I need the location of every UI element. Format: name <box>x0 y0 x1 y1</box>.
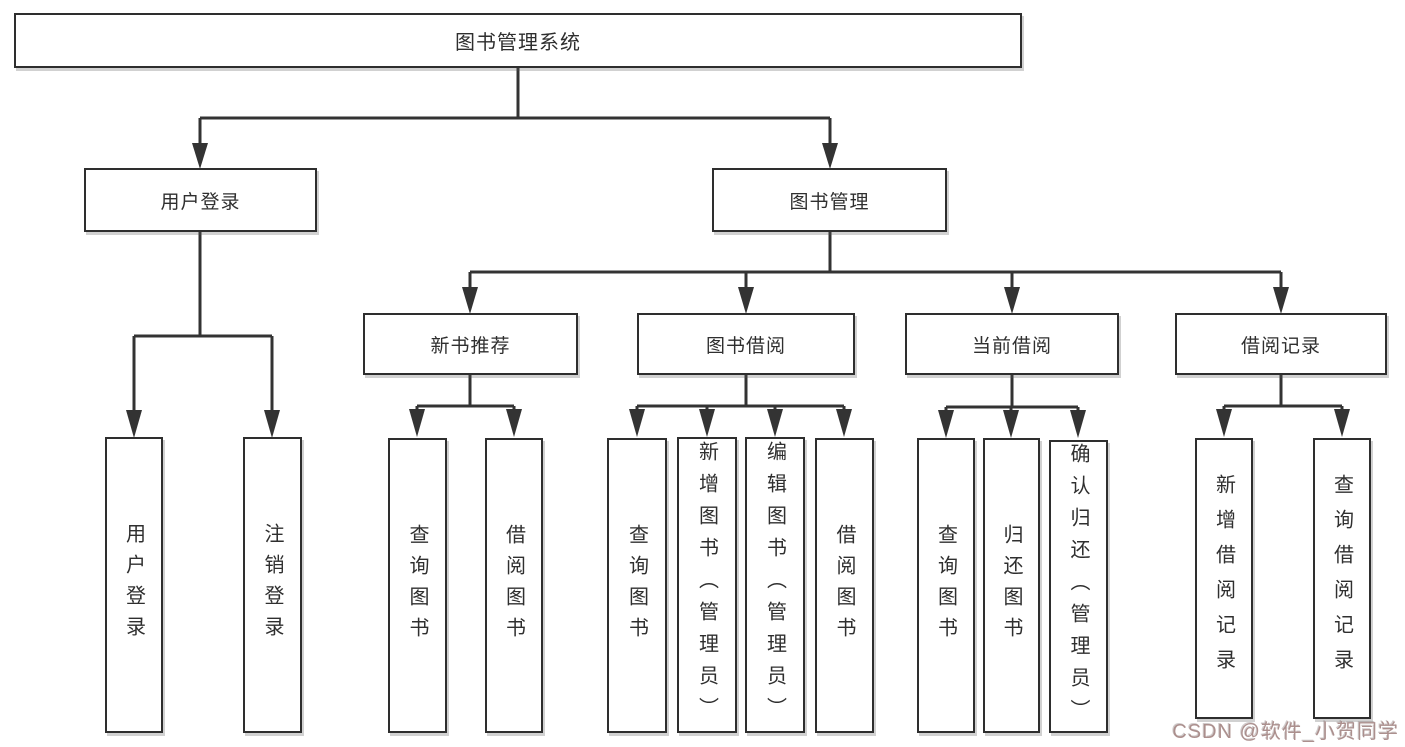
connector-stems <box>132 68 1344 412</box>
node-book-borrowing: 图书借阅 <box>637 313 855 375</box>
node-label: 图书管理系统 <box>455 32 581 54</box>
node-new-book-recommendation: 新书推荐 <box>363 313 578 375</box>
node-label: 查询图书 <box>625 523 648 648</box>
node-add-book-admin: 新增图书（管理员） <box>677 437 737 733</box>
node-label: 查询图书 <box>934 523 957 648</box>
node-label: 借阅记录 <box>1240 335 1321 357</box>
node-label: 新增图书（管理员） <box>695 441 718 729</box>
node-query-books-borrowing: 查询图书 <box>607 438 667 733</box>
node-label: 借阅图书 <box>833 523 855 648</box>
node-query-borrow-record: 查询借阅记录 <box>1313 438 1371 719</box>
node-confirm-return-admin: 确认归还（管理员） <box>1049 440 1108 733</box>
node-label: 用户登录 <box>122 523 145 647</box>
node-current-borrowing: 当前借阅 <box>905 313 1119 375</box>
arrowheads <box>126 143 1350 438</box>
node-label: 新增借阅记录 <box>1212 473 1235 684</box>
node-user-login: 用户登录 <box>84 168 317 232</box>
node-borrow-books-borrowing: 借阅图书 <box>815 438 874 733</box>
node-return-books: 归还图书 <box>983 438 1040 733</box>
node-label: 编辑图书（管理员） <box>763 441 786 729</box>
node-label: 图书管理 <box>789 191 870 213</box>
node-label: 注销登录 <box>261 523 283 647</box>
node-add-borrow-record: 新增借阅记录 <box>1195 438 1253 719</box>
watermark-text: CSDN @软件_小贺同学 <box>1172 721 1399 743</box>
node-label: 用户登录 <box>160 191 241 213</box>
node-label: 新书推荐 <box>430 335 511 357</box>
node-book-management: 图书管理 <box>712 168 947 232</box>
node-query-books-current: 查询图书 <box>917 438 975 733</box>
node-logout: 注销登录 <box>243 437 302 733</box>
node-label: 归还图书 <box>1000 523 1022 648</box>
node-label: 确认归还（管理员） <box>1067 442 1089 731</box>
node-edit-book-admin: 编辑图书（管理员） <box>745 437 805 733</box>
node-user-login-leaf: 用户登录 <box>105 437 163 733</box>
node-label: 当前借阅 <box>971 335 1052 357</box>
node-label: 借阅图书 <box>502 523 525 648</box>
node-library-management-system: 图书管理系统 <box>14 13 1022 68</box>
node-query-books-recommend: 查询图书 <box>388 438 447 733</box>
node-label: 查询借阅记录 <box>1330 473 1353 684</box>
node-label: 图书借阅 <box>705 335 786 357</box>
node-label: 查询图书 <box>406 523 428 648</box>
node-borrow-books-recommend: 借阅图书 <box>485 438 543 733</box>
node-borrowing-records: 借阅记录 <box>1175 313 1387 375</box>
